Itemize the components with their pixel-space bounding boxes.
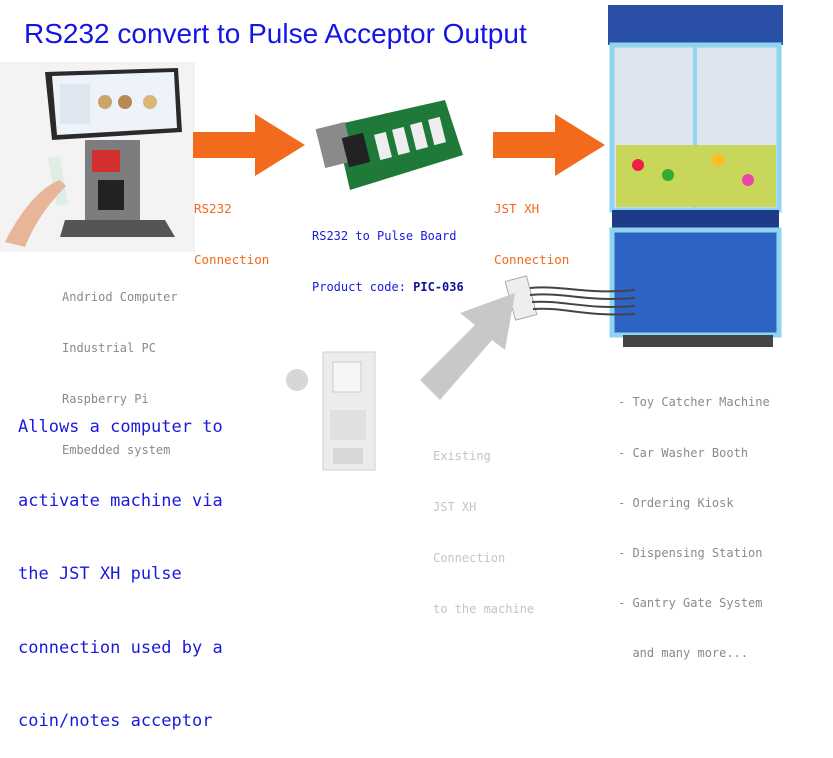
label-line: Connection [194, 252, 270, 267]
machine-list: - Toy Catcher Machine - Car Washer Booth… [618, 361, 770, 678]
label-line: Connection [494, 252, 570, 267]
label-line: to the machine [433, 602, 535, 616]
description-line: the JST XH pulse [18, 564, 182, 584]
machine-item: - Dispensing Station [618, 545, 763, 560]
machine-item: - Toy Catcher Machine [618, 395, 770, 410]
description-line: activate machine via [18, 490, 223, 511]
description-line: coin/notes acceptor [18, 711, 213, 731]
kiosk-image [0, 62, 195, 252]
rs232-connection-label: RS232 Connection [194, 166, 269, 285]
page-title: RS232 convert to Pulse Acceptor Output [24, 18, 527, 49]
machine-item: - Car Washer Booth [618, 445, 749, 460]
description-line: Allows a computer to [18, 417, 223, 437]
board-code-line: Product code: PIC-036 [312, 279, 464, 296]
machine-item: - Ordering Kiosk [618, 495, 734, 510]
computer-list: Andriod Computer Industrial PC Raspberry… [62, 255, 178, 476]
coin-acceptor-image [286, 351, 376, 471]
jst-connector-image [505, 275, 636, 321]
label-line: Existing [433, 449, 491, 463]
label-line: RS232 [194, 201, 232, 216]
jst-arrow [493, 114, 605, 176]
existing-connection-arrow [420, 293, 515, 400]
description: Allows a computer to activate machine vi… [18, 366, 223, 758]
jst-connection-label: JST XH Connection [494, 166, 569, 285]
claw-machine-image [608, 5, 783, 347]
description-line: connection used by a [18, 637, 223, 658]
existing-connection-label: Existing JST XH Connection to the machin… [433, 414, 534, 635]
computer-item: Embedded system [62, 443, 171, 457]
rs232-arrow [193, 114, 305, 176]
board-code: PIC-036 [413, 280, 464, 294]
board-code-label: Product code: [312, 280, 414, 294]
label-line: Connection [433, 551, 506, 565]
computer-item: Andriod Computer [62, 290, 178, 304]
label-line: JST XH [494, 201, 540, 216]
computer-item: Raspberry Pi [62, 392, 149, 406]
machine-item: and many more... [618, 645, 749, 660]
pulse-board-image [315, 100, 463, 190]
machine-item: - Gantry Gate System [618, 595, 763, 610]
label-line: JST XH [433, 500, 477, 514]
computer-item: Industrial PC [62, 341, 156, 355]
board-name: RS232 to Pulse Board [312, 229, 457, 243]
board-caption: RS232 to Pulse Board Product code: PIC-0… [312, 194, 464, 313]
